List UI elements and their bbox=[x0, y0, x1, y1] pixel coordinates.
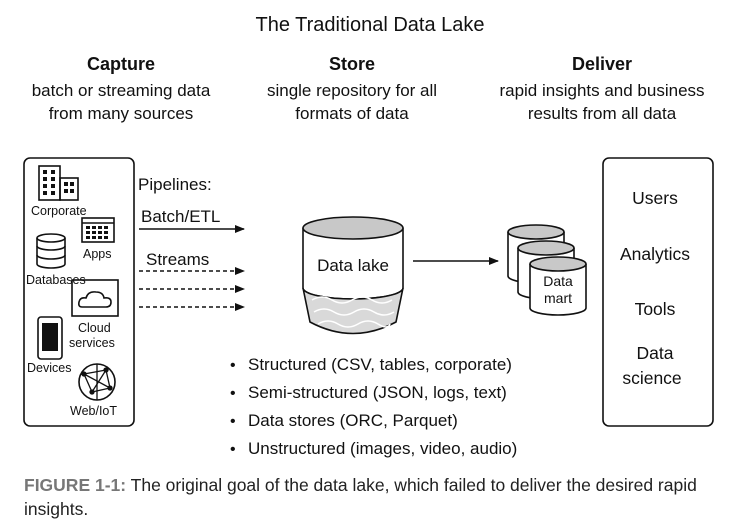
data-lake-cylinder bbox=[302, 216, 404, 335]
corporate-label: Corporate bbox=[31, 204, 87, 218]
list-item: Semi-structured (JSON, logs, text) bbox=[230, 380, 517, 408]
databases-label: Databases bbox=[26, 273, 86, 287]
figure-caption-text: The original goal of the data lake, whic… bbox=[24, 475, 697, 519]
capture-heading: Capture bbox=[86, 54, 156, 74]
capture-subtitle: batch or streaming data from many source… bbox=[31, 81, 211, 123]
cloud-label-1: Cloud bbox=[78, 321, 111, 335]
cloud-label-2: services bbox=[69, 336, 115, 350]
deliver-heading: Deliver bbox=[571, 54, 633, 74]
analytics-label: Analytics bbox=[620, 244, 690, 264]
data-science-label-1: Data bbox=[637, 343, 674, 363]
diagram-title: The Traditional Data Lake bbox=[255, 14, 485, 36]
webiot-label: Web/IoT bbox=[70, 404, 117, 418]
users-label: Users bbox=[632, 188, 678, 208]
figure-label: FIGURE 1-1: bbox=[24, 475, 127, 495]
network-icon bbox=[78, 363, 116, 401]
building-icon bbox=[38, 165, 79, 201]
data-science-label-2: science bbox=[622, 368, 681, 388]
data-mart-cylinders bbox=[507, 224, 587, 316]
data-mart-label-2: mart bbox=[544, 290, 572, 306]
data-mart-label-1: Data bbox=[543, 273, 573, 289]
sources-box bbox=[23, 157, 135, 427]
figure-caption: FIGURE 1-1: The original goal of the dat… bbox=[24, 473, 724, 521]
database-icon bbox=[36, 233, 66, 269]
list-item: Structured (CSV, tables, corporate) bbox=[230, 352, 517, 380]
store-heading: Store bbox=[328, 54, 376, 74]
list-item: Unstructured (images, video, audio) bbox=[230, 436, 517, 464]
data-type-list: Structured (CSV, tables, corporate) Semi… bbox=[230, 352, 517, 464]
cloud-icon bbox=[71, 279, 119, 317]
apps-label: Apps bbox=[83, 247, 112, 261]
pipelines-label: Pipelines: bbox=[138, 175, 212, 194]
store-subtitle: single repository for all formats of dat… bbox=[266, 81, 438, 123]
consumers-box bbox=[602, 157, 714, 427]
phone-icon bbox=[37, 316, 63, 360]
tools-label: Tools bbox=[635, 299, 676, 319]
data-lake-diagram: Corporate Apps Databases Cloud services … bbox=[23, 157, 714, 427]
list-item: Data stores (ORC, Parquet) bbox=[230, 408, 517, 436]
apps-icon bbox=[81, 217, 115, 243]
data-lake-label: Data lake bbox=[317, 256, 389, 275]
streams-label: Streams bbox=[146, 250, 209, 269]
batch-etl-label: Batch/ETL bbox=[141, 207, 220, 226]
deliver-subtitle: rapid insights and business results from… bbox=[499, 81, 705, 123]
devices-label: Devices bbox=[27, 361, 71, 375]
